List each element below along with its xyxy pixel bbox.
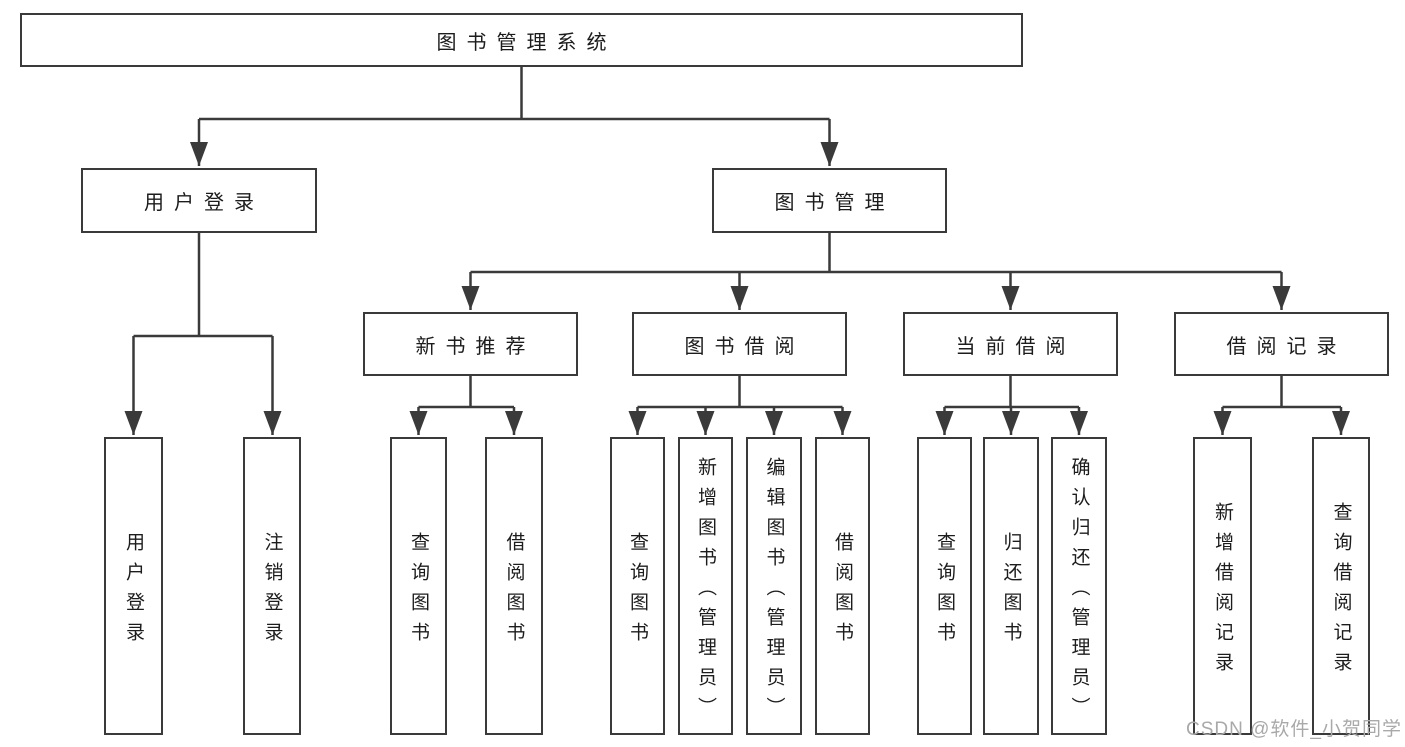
leaf-confirm-return-admin: 确认归还（管理员） xyxy=(1051,437,1107,735)
node-user-login-label: 用户登录 xyxy=(144,192,264,214)
leaf-query-book: 查询图书 xyxy=(390,437,447,735)
node-new-book-recommend: 新书推荐 xyxy=(363,312,578,376)
node-root: 图书管理系统 xyxy=(20,13,1023,67)
node-current-borrow-label: 当前借阅 xyxy=(955,335,1076,358)
leaf-query-book: 查询图书 xyxy=(610,437,665,735)
leaf-label: 查询图书 xyxy=(934,531,955,652)
node-borrow-records: 借阅记录 xyxy=(1174,312,1389,376)
node-book-borrow: 图书借阅 xyxy=(632,312,847,376)
node-book-borrow-label: 图书借阅 xyxy=(684,335,805,358)
leaf-query-book: 查询图书 xyxy=(917,437,972,735)
leaf-label: 编辑图书（管理员） xyxy=(763,456,785,727)
leaf-label: 查询图书 xyxy=(627,531,648,652)
leaf-borrow-book: 借阅图书 xyxy=(485,437,543,735)
leaf-label: 新增借阅记录 xyxy=(1212,501,1233,682)
leaf-label: 归还图书 xyxy=(1000,531,1022,652)
leaf-label: 借阅图书 xyxy=(832,531,853,652)
leaf-label: 注销登录 xyxy=(261,531,283,652)
node-user-login: 用户登录 xyxy=(81,168,317,233)
leaf-label: 确认归还（管理员） xyxy=(1068,456,1090,727)
leaf-label: 新增图书（管理员） xyxy=(695,456,716,727)
node-new-book-recommend-label: 新书推荐 xyxy=(415,335,536,358)
leaf-borrow-book: 借阅图书 xyxy=(815,437,870,735)
leaf-logout: 注销登录 xyxy=(243,437,301,735)
leaf-label: 查询借阅记录 xyxy=(1330,501,1352,682)
watermark-text: CSDN @软件_小贺同学 xyxy=(1186,719,1402,740)
leaf-add-book-admin: 新增图书（管理员） xyxy=(678,437,733,735)
leaf-return-book: 归还图书 xyxy=(983,437,1039,735)
node-book-management: 图书管理 xyxy=(712,168,947,233)
leaf-edit-book-admin: 编辑图书（管理员） xyxy=(746,437,802,735)
node-book-management-label: 图书管理 xyxy=(774,192,895,214)
leaf-add-borrow-record: 新增借阅记录 xyxy=(1193,437,1252,735)
leaf-label: 用户登录 xyxy=(123,531,144,652)
leaf-label: 查询图书 xyxy=(408,531,429,652)
leaf-query-borrow-record: 查询借阅记录 xyxy=(1312,437,1370,735)
node-root-label: 图书管理系统 xyxy=(436,31,617,54)
leaf-label: 借阅图书 xyxy=(503,531,525,652)
leaf-user-login: 用户登录 xyxy=(104,437,163,735)
node-borrow-records-label: 借阅记录 xyxy=(1226,335,1347,358)
node-current-borrow: 当前借阅 xyxy=(903,312,1118,376)
